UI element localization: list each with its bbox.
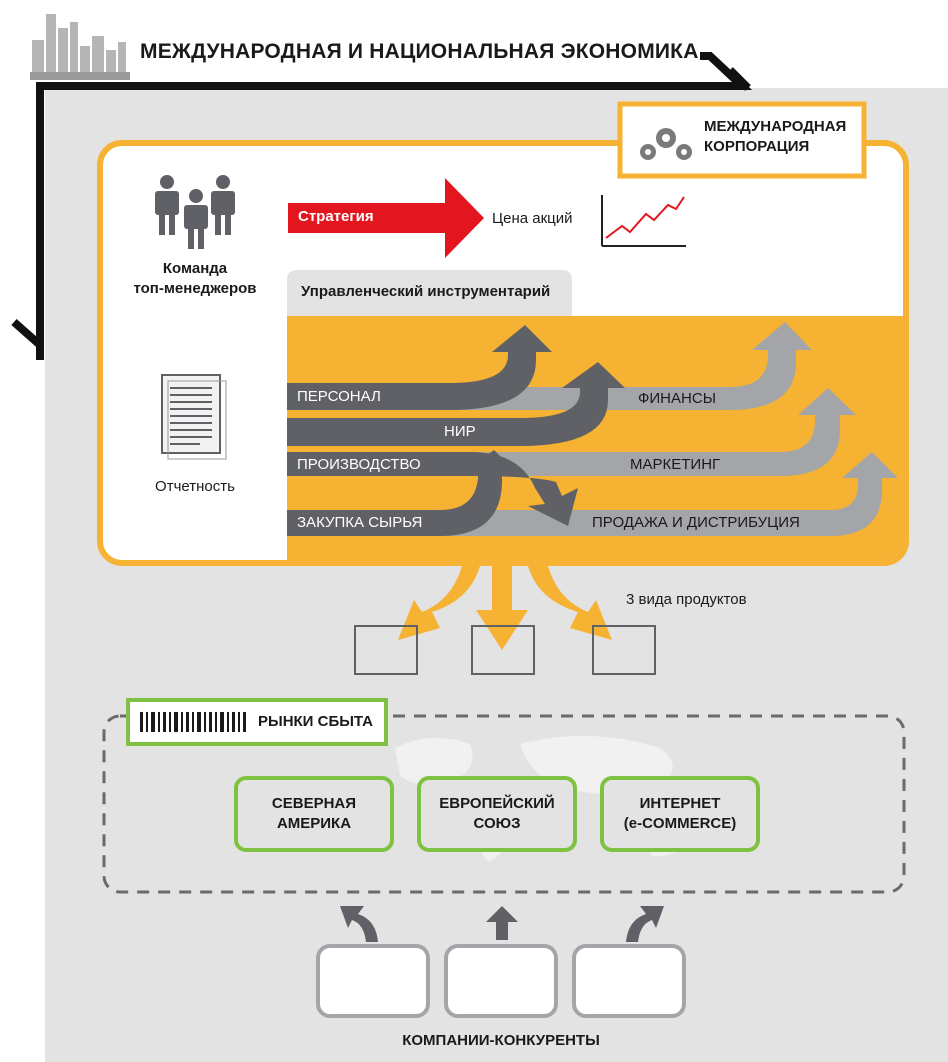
team-label-line2: топ-менеджеров — [133, 280, 257, 297]
team-label-line1: Команда — [162, 260, 228, 277]
product-arrow-left — [398, 566, 480, 640]
market-internet: ИНТЕРНЕТ (e-COMMERCE) — [600, 776, 760, 852]
toolkit-area — [287, 316, 903, 560]
toolkit-label: Управленческий инструментарий — [301, 283, 551, 300]
market-web-line1: ИНТЕРНЕТ — [639, 795, 721, 812]
competitor-arrow-right — [626, 906, 664, 942]
rnd-flow — [287, 362, 625, 446]
personnel-label: ПЕРСОНАЛ — [297, 388, 381, 405]
market-european-union: ЕВРОПЕЙСКИЙ СОЮЗ — [417, 776, 577, 852]
strategy-label: Стратегия — [298, 208, 374, 225]
markets-area — [102, 714, 906, 894]
market-web-line2: (e-COMMERCE) — [623, 815, 737, 832]
corporation-badge-line2: КОРПОРАЦИЯ — [704, 138, 810, 155]
product-box-3 — [592, 625, 656, 675]
market-na-line1: СЕВЕРНАЯ — [271, 795, 357, 812]
market-eu-line2: СОЮЗ — [473, 815, 521, 832]
gears-icon — [640, 128, 692, 160]
competitor-box-1 — [316, 944, 430, 1018]
competitor-box-3 — [572, 944, 686, 1018]
market-north-america: СЕВЕРНАЯ АМЕРИКА — [234, 776, 394, 852]
markets-title: РЫНКИ СБЫТА — [258, 713, 373, 730]
reporting-label: Отчетность — [155, 478, 235, 495]
market-eu-line1: ЕВРОПЕЙСКИЙ — [439, 795, 555, 812]
page-title: МЕЖДУНАРОДНАЯ И НАЦИОНАЛЬНАЯ ЭКОНОМИКА — [140, 40, 699, 63]
product-arrow-right — [528, 566, 612, 640]
product-box-1 — [354, 625, 418, 675]
competitor-arrow-center — [486, 906, 518, 940]
competitor-arrows — [340, 906, 664, 942]
procurement-label: ЗАКУПКА СЫРЬЯ — [297, 514, 423, 531]
product-box-2 — [471, 625, 535, 675]
share-price-chart-icon — [601, 195, 686, 247]
market-na-line2: АМЕРИКА — [276, 815, 352, 832]
finance-label: ФИНАНСЫ — [638, 390, 716, 407]
report-document-icon — [161, 374, 227, 460]
production-label: ПРОИЗВОДСТВО — [297, 456, 421, 473]
city-skyline-icon — [30, 14, 130, 80]
personnel-flow — [287, 325, 552, 410]
corporation-badge-line1: МЕЖДУНАРОДНАЯ — [704, 118, 847, 135]
product-arrow-center — [476, 566, 528, 650]
competitors-label: КОМПАНИИ-КОНКУРЕНТЫ — [402, 1032, 600, 1049]
marketing-label: МАРКЕТИНГ — [630, 456, 721, 473]
toolkit-tab — [287, 270, 572, 316]
product-arrows — [398, 566, 612, 650]
strategy-arrow — [288, 178, 484, 258]
barcode-icon — [140, 712, 246, 732]
sales-label: ПРОДАЖА И ДИСТРИБУЦИЯ — [592, 514, 800, 531]
team-managers-icon — [155, 175, 235, 249]
products-label: 3 вида продуктов — [626, 591, 747, 608]
competitor-box-2 — [444, 944, 558, 1018]
rnd-label: НИР — [444, 423, 476, 440]
procurement-flow — [287, 450, 518, 536]
frame-arrow-tip — [11, 319, 44, 360]
competitor-arrow-left — [340, 906, 378, 942]
share-price-label: Цена акций — [492, 210, 573, 227]
